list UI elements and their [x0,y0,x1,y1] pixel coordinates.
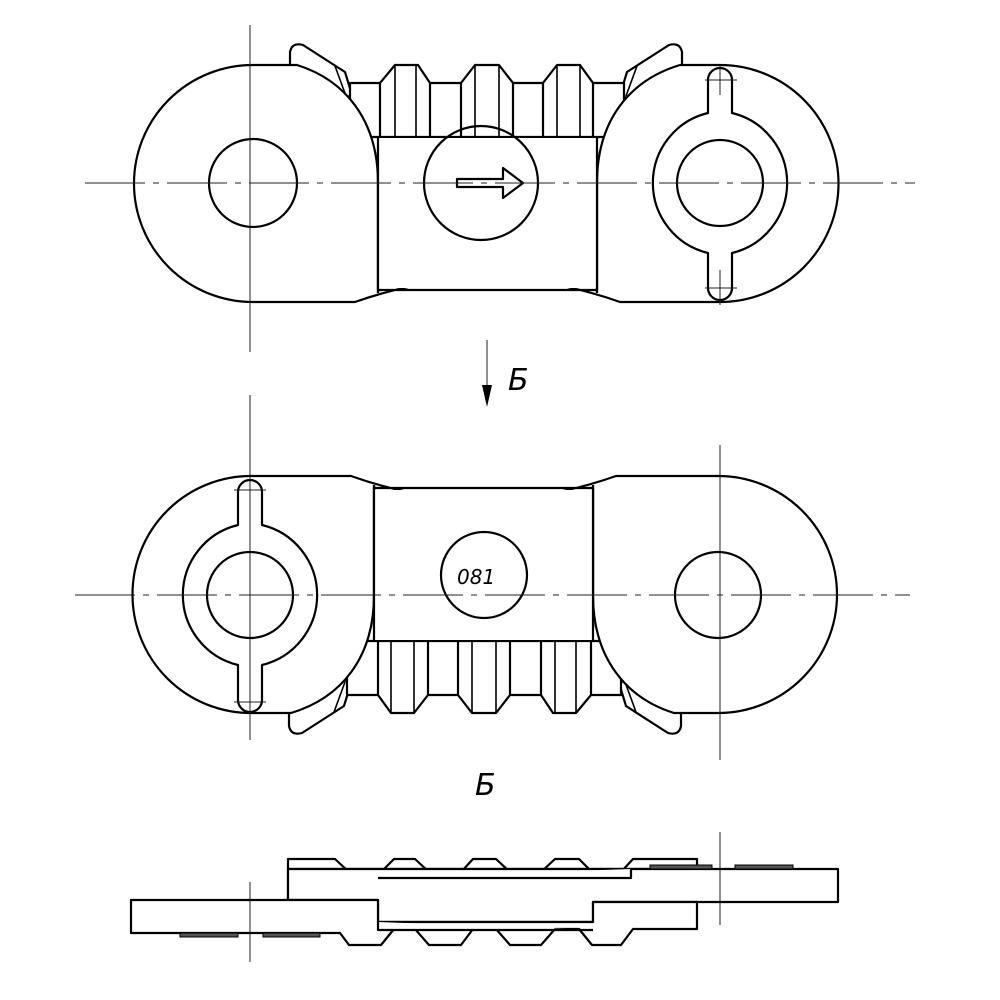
view-b: 081 Б [75,395,910,803]
view-arrow-label: Б [508,363,529,398]
view-arrow: Б [482,340,529,407]
part-mark: 081 [457,565,495,589]
top-view [85,25,915,352]
arrow-down-icon [482,385,492,407]
direction-arrow-icon [455,166,525,200]
side-view [129,832,840,962]
part-mark-circle [439,530,529,620]
view-label: Б [475,768,496,803]
keyed-hole [181,478,319,714]
